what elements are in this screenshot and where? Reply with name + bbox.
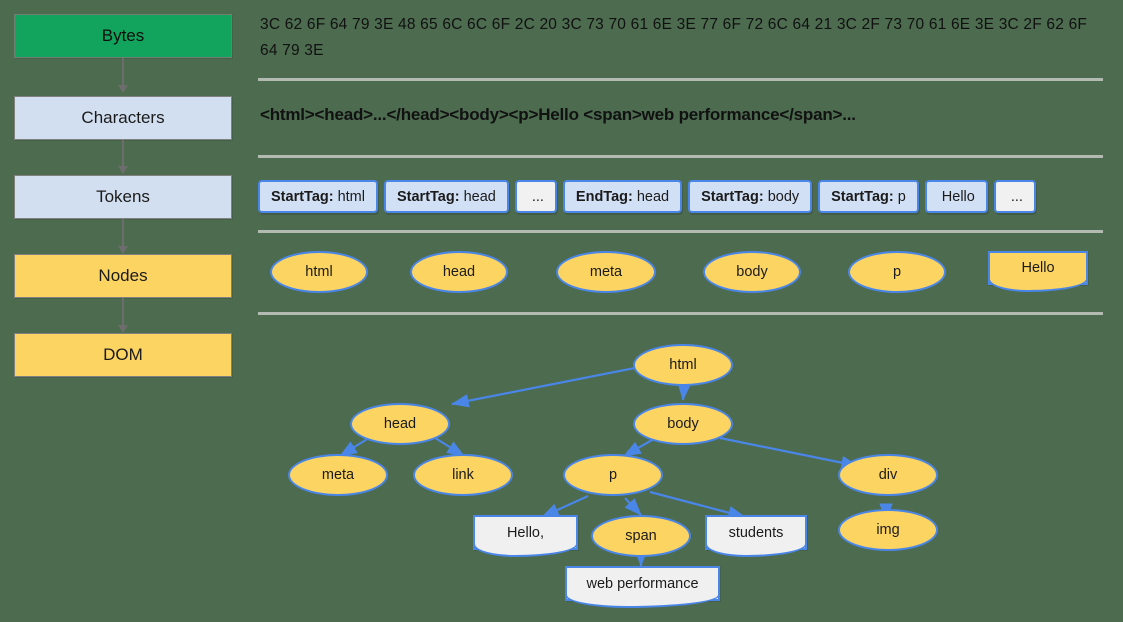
node-label: meta xyxy=(589,264,623,280)
section-divider-nodes xyxy=(258,312,1103,315)
token-kind: StartTag: xyxy=(396,188,460,205)
tokens-row: StartTag:html StartTag:head ... EndTag:h… xyxy=(258,180,1042,213)
token-value: body xyxy=(767,188,800,205)
pipeline-stage-label: Nodes xyxy=(98,266,148,285)
section-divider-bytes xyxy=(258,78,1103,81)
node-p: p xyxy=(848,251,946,293)
node-body: body xyxy=(703,251,801,293)
node-label: html xyxy=(669,357,697,373)
token-chip: ... xyxy=(993,180,1036,213)
tree-node-span: span xyxy=(591,515,691,557)
node-label: web performance xyxy=(586,575,699,592)
token-value: head xyxy=(463,188,496,205)
pipeline-connector-2 xyxy=(118,140,128,174)
token-chip: StartTag:html xyxy=(258,180,378,213)
token-value: Hello xyxy=(941,188,975,205)
node-label: link xyxy=(452,467,474,483)
node-label: head xyxy=(383,416,417,432)
node-label: p xyxy=(892,264,902,280)
token-value: html xyxy=(337,188,365,205)
token-chip: ... xyxy=(514,180,557,213)
token-value: ... xyxy=(531,188,544,205)
tree-node-img: img xyxy=(838,509,938,551)
node-label: body xyxy=(736,264,768,280)
token-value: ... xyxy=(1010,188,1023,205)
pipeline-connector-4 xyxy=(118,298,128,333)
edge-head-link xyxy=(431,435,465,457)
node-label: html xyxy=(305,264,333,280)
token-kind: StartTag: xyxy=(831,188,894,205)
dom-tree: html head body meta link p div Hello, sp… xyxy=(0,312,1123,622)
node-hello-text: Hello xyxy=(988,251,1088,292)
node-label: p xyxy=(608,467,618,483)
pipeline-connector-3 xyxy=(118,219,128,254)
tree-node-webperf: web performance xyxy=(565,566,720,608)
node-html: html xyxy=(270,251,368,293)
token-chip: StartTag:p xyxy=(818,180,919,213)
node-label: students xyxy=(728,524,784,541)
dom-tree-edges xyxy=(339,364,893,567)
node-label: meta xyxy=(321,467,355,483)
node-label: Hello, xyxy=(506,524,545,541)
token-kind: EndTag: xyxy=(575,188,633,205)
tree-node-body: body xyxy=(633,403,733,445)
bytes-hex-text: 3C 62 6F 64 79 3E 48 65 6C 6C 6F 2C 20 3… xyxy=(260,16,1088,59)
node-meta: meta xyxy=(556,251,656,293)
node-label: Hello xyxy=(1021,260,1055,276)
pipeline-stage-bytes: Bytes xyxy=(14,14,232,58)
pipeline-stage-label: DOM xyxy=(103,345,143,364)
pipeline-stage-label: Characters xyxy=(81,108,165,127)
node-label: head xyxy=(442,264,476,280)
token-chip: StartTag:head xyxy=(383,180,509,213)
token-chip: StartTag:body xyxy=(688,180,813,213)
pipeline-stage-label: Tokens xyxy=(96,187,150,206)
pipeline-connector-1 xyxy=(118,58,128,93)
token-kind: StartTag: xyxy=(271,188,334,205)
node-label: img xyxy=(876,522,900,538)
edge-body-div xyxy=(719,436,859,470)
token-chip: Hello xyxy=(924,180,988,213)
section-divider-characters xyxy=(258,155,1103,158)
node-head: head xyxy=(410,251,508,293)
characters-markup-text: <html><head>...</head><body><p>Hello <sp… xyxy=(260,105,856,124)
edge-html-head xyxy=(451,364,646,408)
token-kind: StartTag: xyxy=(701,188,764,205)
node-label: div xyxy=(878,467,898,483)
pipeline-stage-dom: DOM xyxy=(14,333,232,377)
pipeline-stage-label: Bytes xyxy=(101,26,145,45)
node-label: body xyxy=(667,416,699,432)
edge-p-span xyxy=(624,497,642,516)
tree-node-p: p xyxy=(563,454,663,496)
tree-node-html: html xyxy=(633,344,733,386)
tree-node-head: head xyxy=(350,403,450,445)
edge-html-body xyxy=(677,382,692,401)
edge-p-students xyxy=(649,490,746,520)
tree-node-hello: Hello, xyxy=(473,515,578,557)
tree-node-link: link xyxy=(413,454,513,496)
pipeline-stage-characters: Characters xyxy=(14,96,232,140)
token-chip: EndTag:head xyxy=(562,180,683,213)
tree-node-meta: meta xyxy=(288,454,388,496)
edge-p-hello xyxy=(541,494,589,519)
pipeline-stage-tokens: Tokens xyxy=(14,175,232,219)
tree-node-students: students xyxy=(705,515,807,557)
node-label: span xyxy=(625,528,657,544)
token-value: head xyxy=(636,188,670,205)
section-divider-tokens xyxy=(258,230,1103,233)
tree-node-div: div xyxy=(838,454,938,496)
pipeline-stage-nodes: Nodes xyxy=(14,254,232,298)
token-value: p xyxy=(897,188,906,205)
